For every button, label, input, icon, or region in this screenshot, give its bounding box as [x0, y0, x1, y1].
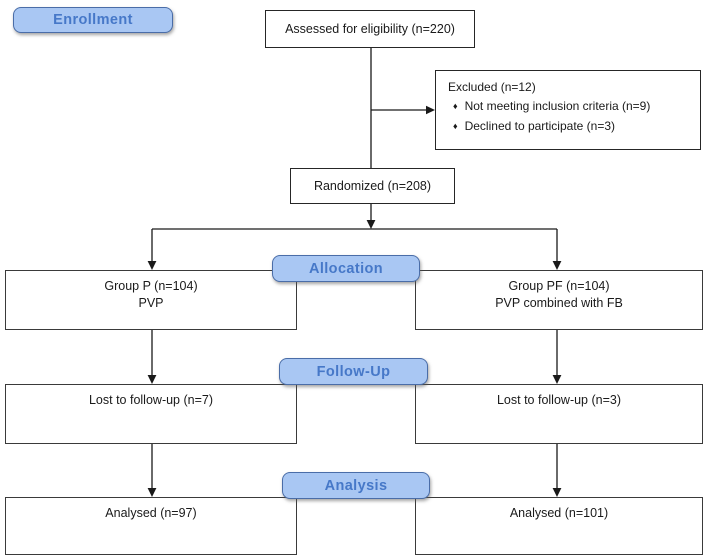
group-pf-title: Group PF (n=104) — [508, 279, 610, 293]
arrowhead-analysed-right — [552, 488, 562, 497]
arrowhead-analysed-left — [147, 488, 157, 497]
arrowhead-split — [366, 220, 376, 229]
arrowhead-group-pf — [552, 261, 562, 270]
excluded-item-text: Not meeting inclusion criteria (n=9) — [464, 99, 651, 113]
group-pf-treatment: PVP combined with FB — [495, 296, 623, 310]
excluded-item: ♦ Not meeting inclusion criteria (n=9) — [448, 97, 690, 117]
assessed-eligibility-box: Assessed for eligibility (n=220) — [265, 10, 475, 48]
analysed-left-text: Analysed (n=97) — [105, 506, 197, 520]
excluded-item-text: Declined to participate (n=3) — [464, 119, 616, 133]
group-p-treatment: PVP — [138, 296, 164, 310]
stage-label-analysis: Analysis — [282, 472, 430, 499]
analysed-right-box: Analysed (n=101) — [415, 497, 703, 555]
randomized-text: Randomized (n=208) — [313, 178, 432, 193]
stage-label-allocation: Allocation — [272, 255, 420, 282]
lost-followup-right-box: Lost to follow-up (n=3) — [415, 384, 703, 444]
analysed-right-text: Analysed (n=101) — [509, 506, 609, 520]
arrowhead-lost-left — [147, 375, 157, 384]
arrowhead-group-p — [147, 261, 157, 270]
lost-followup-right-text: Lost to follow-up (n=3) — [496, 393, 622, 407]
lost-followup-left-box: Lost to follow-up (n=7) — [5, 384, 297, 444]
diamond-bullet-icon: ♦ — [453, 121, 458, 131]
group-p-box: Group P (n=104) PVP — [5, 270, 297, 330]
arrowhead-excluded — [426, 105, 435, 115]
stage-label-enrollment: Enrollment — [13, 7, 173, 33]
arrowhead-lost-right — [552, 375, 562, 384]
diamond-bullet-icon: ♦ — [453, 101, 458, 111]
excluded-title: Excluded (n=12) — [448, 80, 536, 94]
group-pf-box: Group PF (n=104) PVP combined with FB — [415, 270, 703, 330]
excluded-item: ♦ Declined to participate (n=3) — [448, 117, 690, 137]
assessed-eligibility-text: Assessed for eligibility (n=220) — [285, 21, 455, 36]
randomized-box: Randomized (n=208) — [290, 168, 455, 204]
group-p-title: Group P (n=104) — [104, 279, 198, 293]
stage-label-follow-up: Follow-Up — [279, 358, 428, 385]
analysed-left-box: Analysed (n=97) — [5, 497, 297, 555]
excluded-box: Excluded (n=12) ♦ Not meeting inclusion … — [435, 70, 701, 150]
lost-followup-left-text: Lost to follow-up (n=7) — [88, 393, 214, 407]
